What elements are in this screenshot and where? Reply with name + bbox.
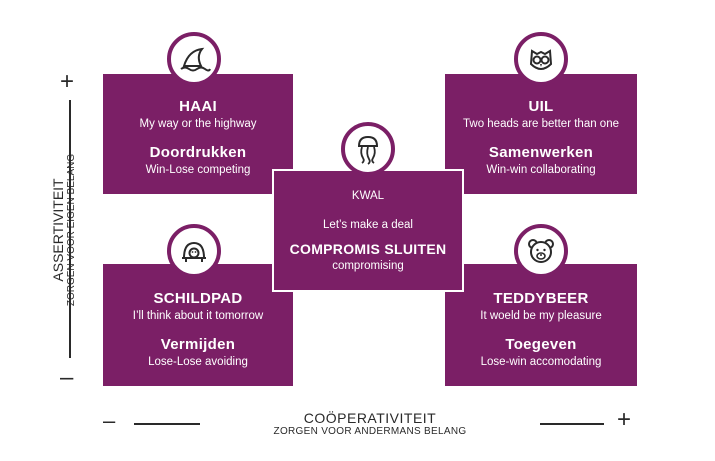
turtle-icon	[167, 224, 221, 278]
teddybeer-style: Toegeven	[505, 336, 577, 353]
uil-style: Samenwerken	[488, 144, 594, 161]
center-kwal: KWAL Let’s make a deal COMPROMIS SLUITEN…	[272, 169, 464, 292]
y-axis-plus: +	[60, 68, 75, 95]
x-axis-minus: –	[103, 408, 116, 433]
kwal-motto: Let’s make a deal	[323, 219, 413, 231]
kwal-name: KWAL	[351, 190, 385, 202]
quadrant-uil: UIL Two heads are better than one Samenw…	[445, 74, 637, 194]
teddybeer-name: TEDDYBEER	[493, 290, 589, 307]
jellyfish-icon	[341, 122, 395, 176]
uil-motto: Two heads are better than one	[463, 118, 619, 130]
teddybeer-outcome: Lose-win accomodating	[480, 356, 602, 368]
schildpad-motto: I’ll think about it tomorrow	[132, 310, 264, 322]
x-axis-subtitle: ZORGEN VOOR ANDERMANS BELANG	[273, 426, 467, 437]
uil-name: UIL	[528, 98, 554, 115]
y-axis-title: ASSERTIVITEIT	[50, 178, 66, 282]
x-axis-title: COÖPERATIVITEIT	[303, 410, 437, 426]
kwal-style: COMPROMIS SLUITEN	[289, 241, 447, 257]
schildpad-name: SCHILDPAD	[153, 290, 243, 307]
quadrant-schildpad: SCHILDPAD I’ll think about it tomorrow V…	[103, 264, 293, 386]
y-axis-subtitle: ZORGEN VOOR EIGEN BELANG	[66, 153, 77, 307]
haai-outcome: Win-Lose competing	[145, 164, 251, 176]
x-axis-plus: +	[617, 406, 632, 433]
haai-name: HAAI	[179, 98, 217, 115]
y-axis-line	[69, 100, 71, 358]
schildpad-outcome: Lose-Lose avoiding	[148, 356, 248, 368]
quadrant-teddybeer: TEDDYBEER It woeld be my pleasure Toegev…	[445, 264, 637, 386]
owl-icon	[514, 32, 568, 86]
y-axis-labels: ASSERTIVITEIT ZORGEN VOOR EIGEN BELANG	[50, 80, 80, 380]
kwal-outcome: compromising	[332, 260, 404, 272]
schildpad-style: Vermijden	[160, 336, 236, 353]
y-axis-minus: –	[60, 364, 74, 391]
haai-style: Doordrukken	[149, 144, 247, 161]
shark-fin-icon	[167, 32, 221, 86]
haai-motto: My way or the highway	[139, 118, 257, 130]
x-axis-labels: COÖPERATIVITEIT ZORGEN VOOR ANDERMANS BE…	[200, 410, 540, 437]
uil-outcome: Win-win collaborating	[486, 164, 596, 176]
teddy-bear-icon	[514, 224, 568, 278]
quadrant-haai: HAAI My way or the highway Doordrukken W…	[103, 74, 293, 194]
teddybeer-motto: It woeld be my pleasure	[480, 310, 602, 322]
